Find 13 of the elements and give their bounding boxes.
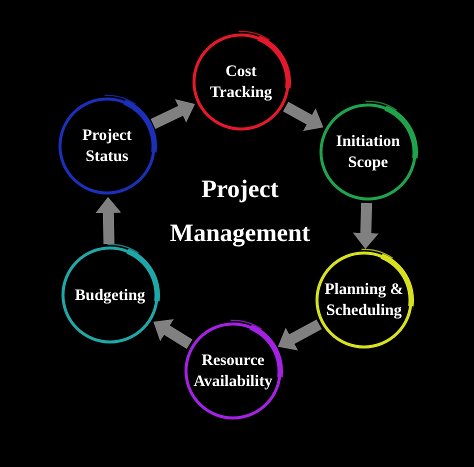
step-label: Budgeting xyxy=(74,286,146,306)
flow-arrow xyxy=(150,317,192,349)
flow-arrow xyxy=(95,196,122,244)
step-label: Initiation Scope xyxy=(335,132,401,173)
step-label: Project Status xyxy=(82,126,132,167)
step-label: Resource Availability xyxy=(193,351,273,392)
step-label: Cost Tracking xyxy=(210,62,272,103)
flow-arrow xyxy=(275,319,322,352)
step-label: Planning & Scheduling xyxy=(324,280,404,321)
flow-arrow xyxy=(352,202,379,250)
flow-arrow xyxy=(150,99,198,129)
flow-arrow xyxy=(283,102,326,132)
diagram-title: Project Management xyxy=(169,175,311,249)
